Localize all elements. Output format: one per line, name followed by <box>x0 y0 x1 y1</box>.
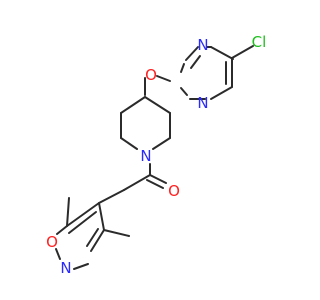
pyrimidine-ring <box>180 46 234 100</box>
structure-canvas: Cl N N O N O O N <box>46 33 267 277</box>
isoxazole-oxygen-label: O <box>46 233 58 251</box>
ether-oxygen-label: O <box>145 66 157 84</box>
bond-chain-1 <box>123 174 151 191</box>
bond <box>120 137 138 150</box>
bond <box>210 86 233 100</box>
bond-chain-2 <box>98 189 125 204</box>
pyrimidine-nitrogen-top-label: N <box>197 36 208 54</box>
bond-methyl-5 <box>66 197 70 227</box>
bond <box>120 96 146 114</box>
piperidine-nitrogen-label: N <box>140 147 151 165</box>
bond-to-ether-o <box>156 75 171 82</box>
bond <box>73 263 89 270</box>
carbonyl-oxygen-label: O <box>168 182 180 200</box>
bond <box>98 202 105 231</box>
bond <box>144 96 171 114</box>
bond <box>68 211 97 234</box>
bond <box>180 63 185 73</box>
bond <box>210 46 234 60</box>
bond <box>56 225 68 235</box>
bond <box>152 137 171 150</box>
bond <box>66 202 100 227</box>
bond <box>190 55 201 69</box>
isoxazole-ring <box>55 202 105 270</box>
chlorine-atom-label: Cl <box>252 33 267 51</box>
pyrimidine-nitrogen-bottom-label: N <box>197 94 208 112</box>
bond-carbonyl-double-2 <box>146 179 164 189</box>
bond <box>90 229 105 252</box>
molecule-structure: Cl N N O N O O N <box>46 33 267 277</box>
isoxazole-nitrogen-label: N <box>60 259 71 277</box>
bond <box>86 228 99 247</box>
bond-to-cl <box>231 45 254 59</box>
bond <box>185 46 199 61</box>
bond <box>55 248 61 260</box>
bond-methyl-3 <box>103 229 130 237</box>
piperidine-ring <box>120 96 171 150</box>
bond <box>180 87 188 96</box>
bond-carbonyl-double-1 <box>149 174 167 184</box>
